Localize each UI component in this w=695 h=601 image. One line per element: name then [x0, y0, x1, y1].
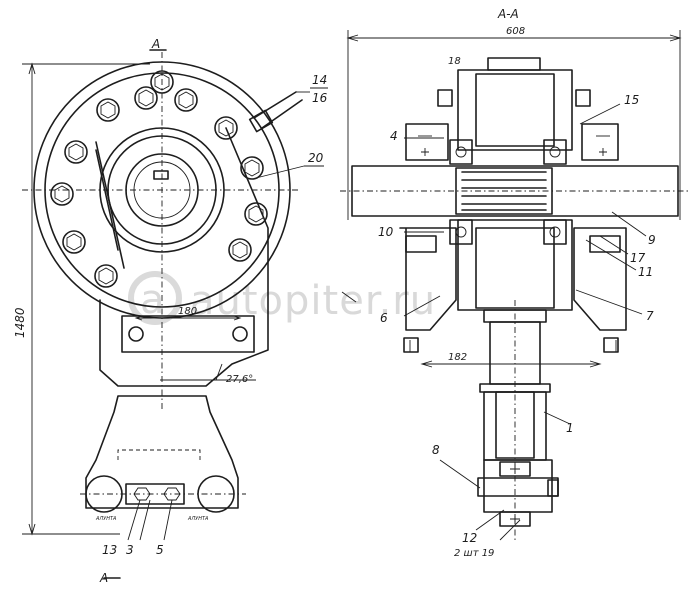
front-view: А А 1480 180 27,6° АЛУНТА АЛУНТА 14 16 2…: [13, 37, 328, 585]
dim-inner-width: 182: [448, 352, 467, 363]
label-8: 8: [432, 443, 440, 457]
inscription-left: АЛУНТА: [95, 516, 117, 522]
label-9: 9: [648, 233, 656, 247]
dim-angle: 27,6°: [226, 374, 253, 385]
section-marker-top: А: [151, 37, 160, 51]
section-view: А-А 608: [340, 7, 690, 559]
label-14: 14: [312, 73, 327, 87]
label-4: 4: [390, 129, 398, 143]
dim-bolt-spacing: 180: [178, 306, 197, 317]
label-13: 13: [102, 543, 117, 557]
label-6: 6: [380, 311, 388, 325]
label-16: 16: [312, 91, 328, 105]
label-3: 3: [126, 543, 134, 557]
label-17: 17: [630, 251, 646, 265]
label-1: 1: [566, 421, 574, 435]
section-marker-bottom: А: [99, 571, 108, 585]
flange-bolts: [50, 70, 268, 288]
label-11: 11: [638, 265, 653, 279]
label-19: 2 шт 19: [454, 548, 494, 559]
dim-total-width: 608: [506, 26, 525, 37]
inscription-right: АЛУНТА: [187, 516, 209, 522]
label-18: 18: [448, 56, 461, 67]
dim-total-height: 1480: [13, 307, 27, 338]
label-7: 7: [646, 309, 654, 323]
label-12: 12: [462, 531, 477, 545]
gear-teeth: [461, 171, 547, 211]
section-title: А-А: [497, 7, 519, 21]
label-10: 10: [378, 225, 394, 239]
label-15: 15: [624, 93, 639, 107]
label-20: 20: [308, 151, 324, 165]
label-5: 5: [156, 543, 164, 557]
